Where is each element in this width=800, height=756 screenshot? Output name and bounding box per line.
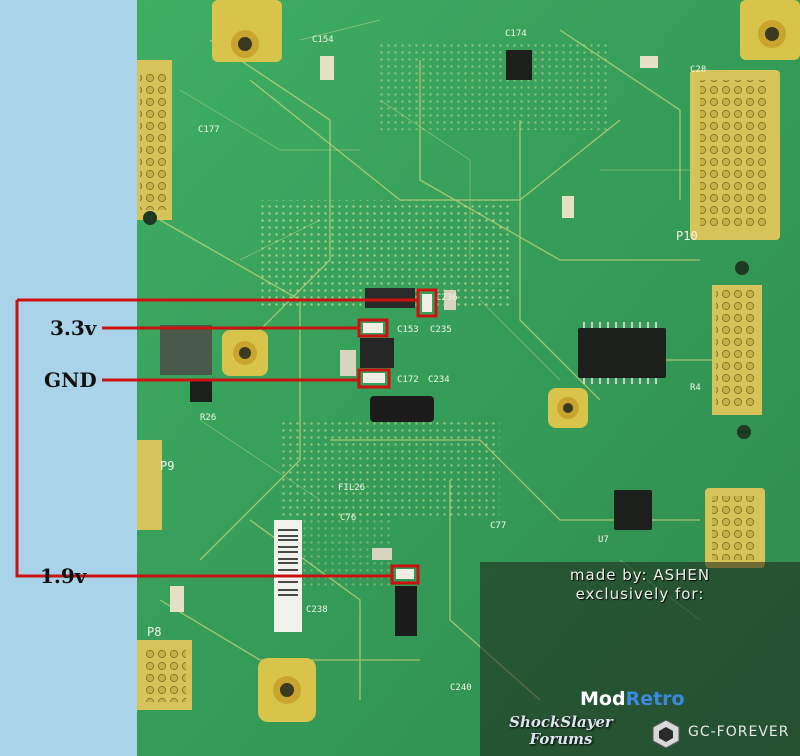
silkscreen-label: C234 [428,375,450,385]
credit-exclusively-for: exclusively for: [575,585,705,603]
silkscreen-label: R26 [200,413,216,423]
silkscreen-label: C240 [450,683,472,693]
silkscreen-label: FIL26 [338,483,365,493]
silkscreen-label: C28 [690,65,706,75]
label-1-9v: 1.9v [40,564,87,588]
gnd-marker [357,368,391,389]
credit-made-by: made by: ASHEN [569,566,711,584]
silkscreen-label: C153 [397,325,419,335]
silkscreen-label: P9 [160,459,174,473]
label-3-3v: 3.3v [50,316,97,340]
silkscreen-label: C236 [436,293,458,303]
circuit-board: C154 C174 C28 C177 P10 C153 C235 C172 C2… [137,0,800,756]
silkscreen-label: C76 [340,513,356,523]
credit-watermark [480,562,800,756]
silkscreen-label: C174 [505,29,527,39]
modretro-logo-part1: Mod [580,688,626,710]
background-strip [0,0,137,756]
gcforever-cube-icon [652,719,680,749]
silkscreen-label: C154 [312,35,334,45]
silkscreen-label: R4 [690,383,701,393]
v33-marker [357,318,389,338]
gcforever-logo: GC-FOREVER [688,724,790,740]
annotation-lines [15,298,418,578]
v19-marker [390,564,420,585]
silkscreen-label: C235 [430,325,452,335]
silkscreen-label: C172 [397,375,419,385]
label-gnd: GND [44,368,97,392]
v19-source-marker [416,288,438,318]
shockslayer-logo: ShockSlayer Forums [486,714,636,748]
silkscreen-label: U7 [598,535,609,545]
silkscreen-label: P10 [676,229,698,243]
annotation-boxes [357,288,438,585]
modretro-logo-part2: Retro [625,688,685,710]
silkscreen-label: C77 [490,521,506,531]
silkscreen-label: C177 [198,125,220,135]
modretro-logo: ModRetro [580,688,685,710]
shockslayer-logo-line2: Forums [529,730,593,748]
silkscreen-label: P8 [147,625,161,639]
left-wire [15,300,392,578]
silkscreen-label: C238 [306,605,328,615]
shockslayer-logo-line1: ShockSlayer [509,713,613,731]
